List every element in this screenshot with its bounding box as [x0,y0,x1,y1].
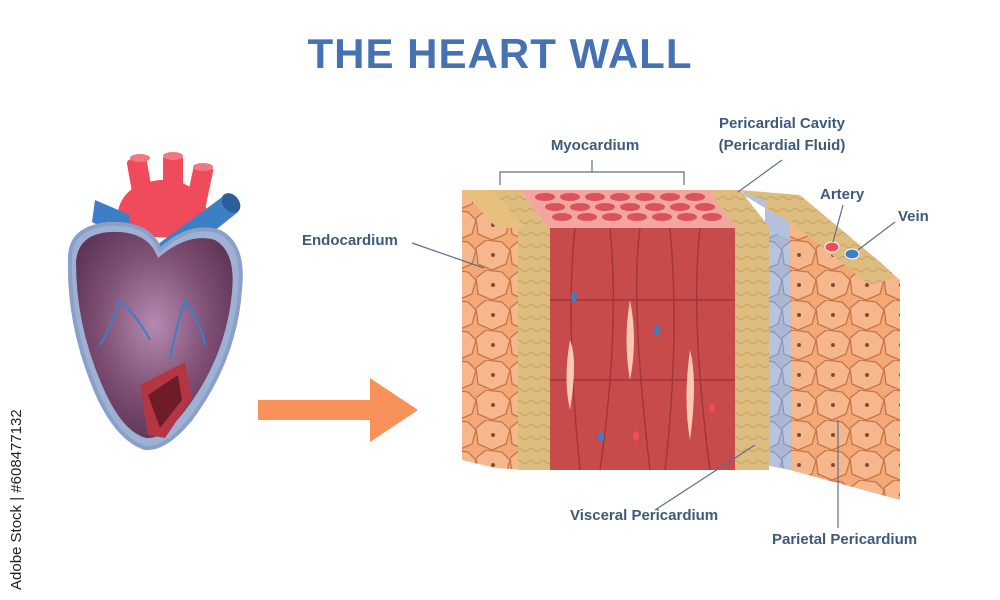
vein-cross-section [844,248,860,260]
label-pericardial-cavity-line1: Pericardial Cavity [719,115,845,132]
heart-wall-block [462,190,900,500]
label-vein: Vein [898,208,929,225]
visceral-pericardium-leader [654,444,756,511]
leader-lines [411,159,896,528]
artery-leader [832,204,844,243]
label-endocardium: Endocardium [302,232,398,249]
pericardial-cavity-leader [737,159,783,193]
vein-leader [857,221,896,251]
label-pericardial-cavity-line2: (Pericardial Fluid) [718,137,846,154]
carotid-artery [163,155,183,200]
artery-cross-section [824,241,840,253]
heart-illustration [67,152,243,451]
endocardium-leader [411,242,485,269]
endocardium-block [462,190,525,470]
brachiocephalic-artery [126,157,154,204]
visceral-pericardium-strip [735,228,769,470]
label-parietal-pericardium: Parietal Pericardium [772,531,918,548]
diagram-title: THE HEART WALL [307,30,693,77]
stock-watermark-id: Adobe Stock | #608477132 [8,409,25,590]
myocardium-bracket [499,160,685,185]
pointer-arrow [258,378,418,442]
label-artery: Artery [820,186,865,203]
label-visceral-pericardium: Visceral Pericardium [570,507,719,524]
coronary-vessel [99,299,151,346]
label-myocardium: Myocardium [550,137,640,154]
subclavian-artery [185,164,214,211]
